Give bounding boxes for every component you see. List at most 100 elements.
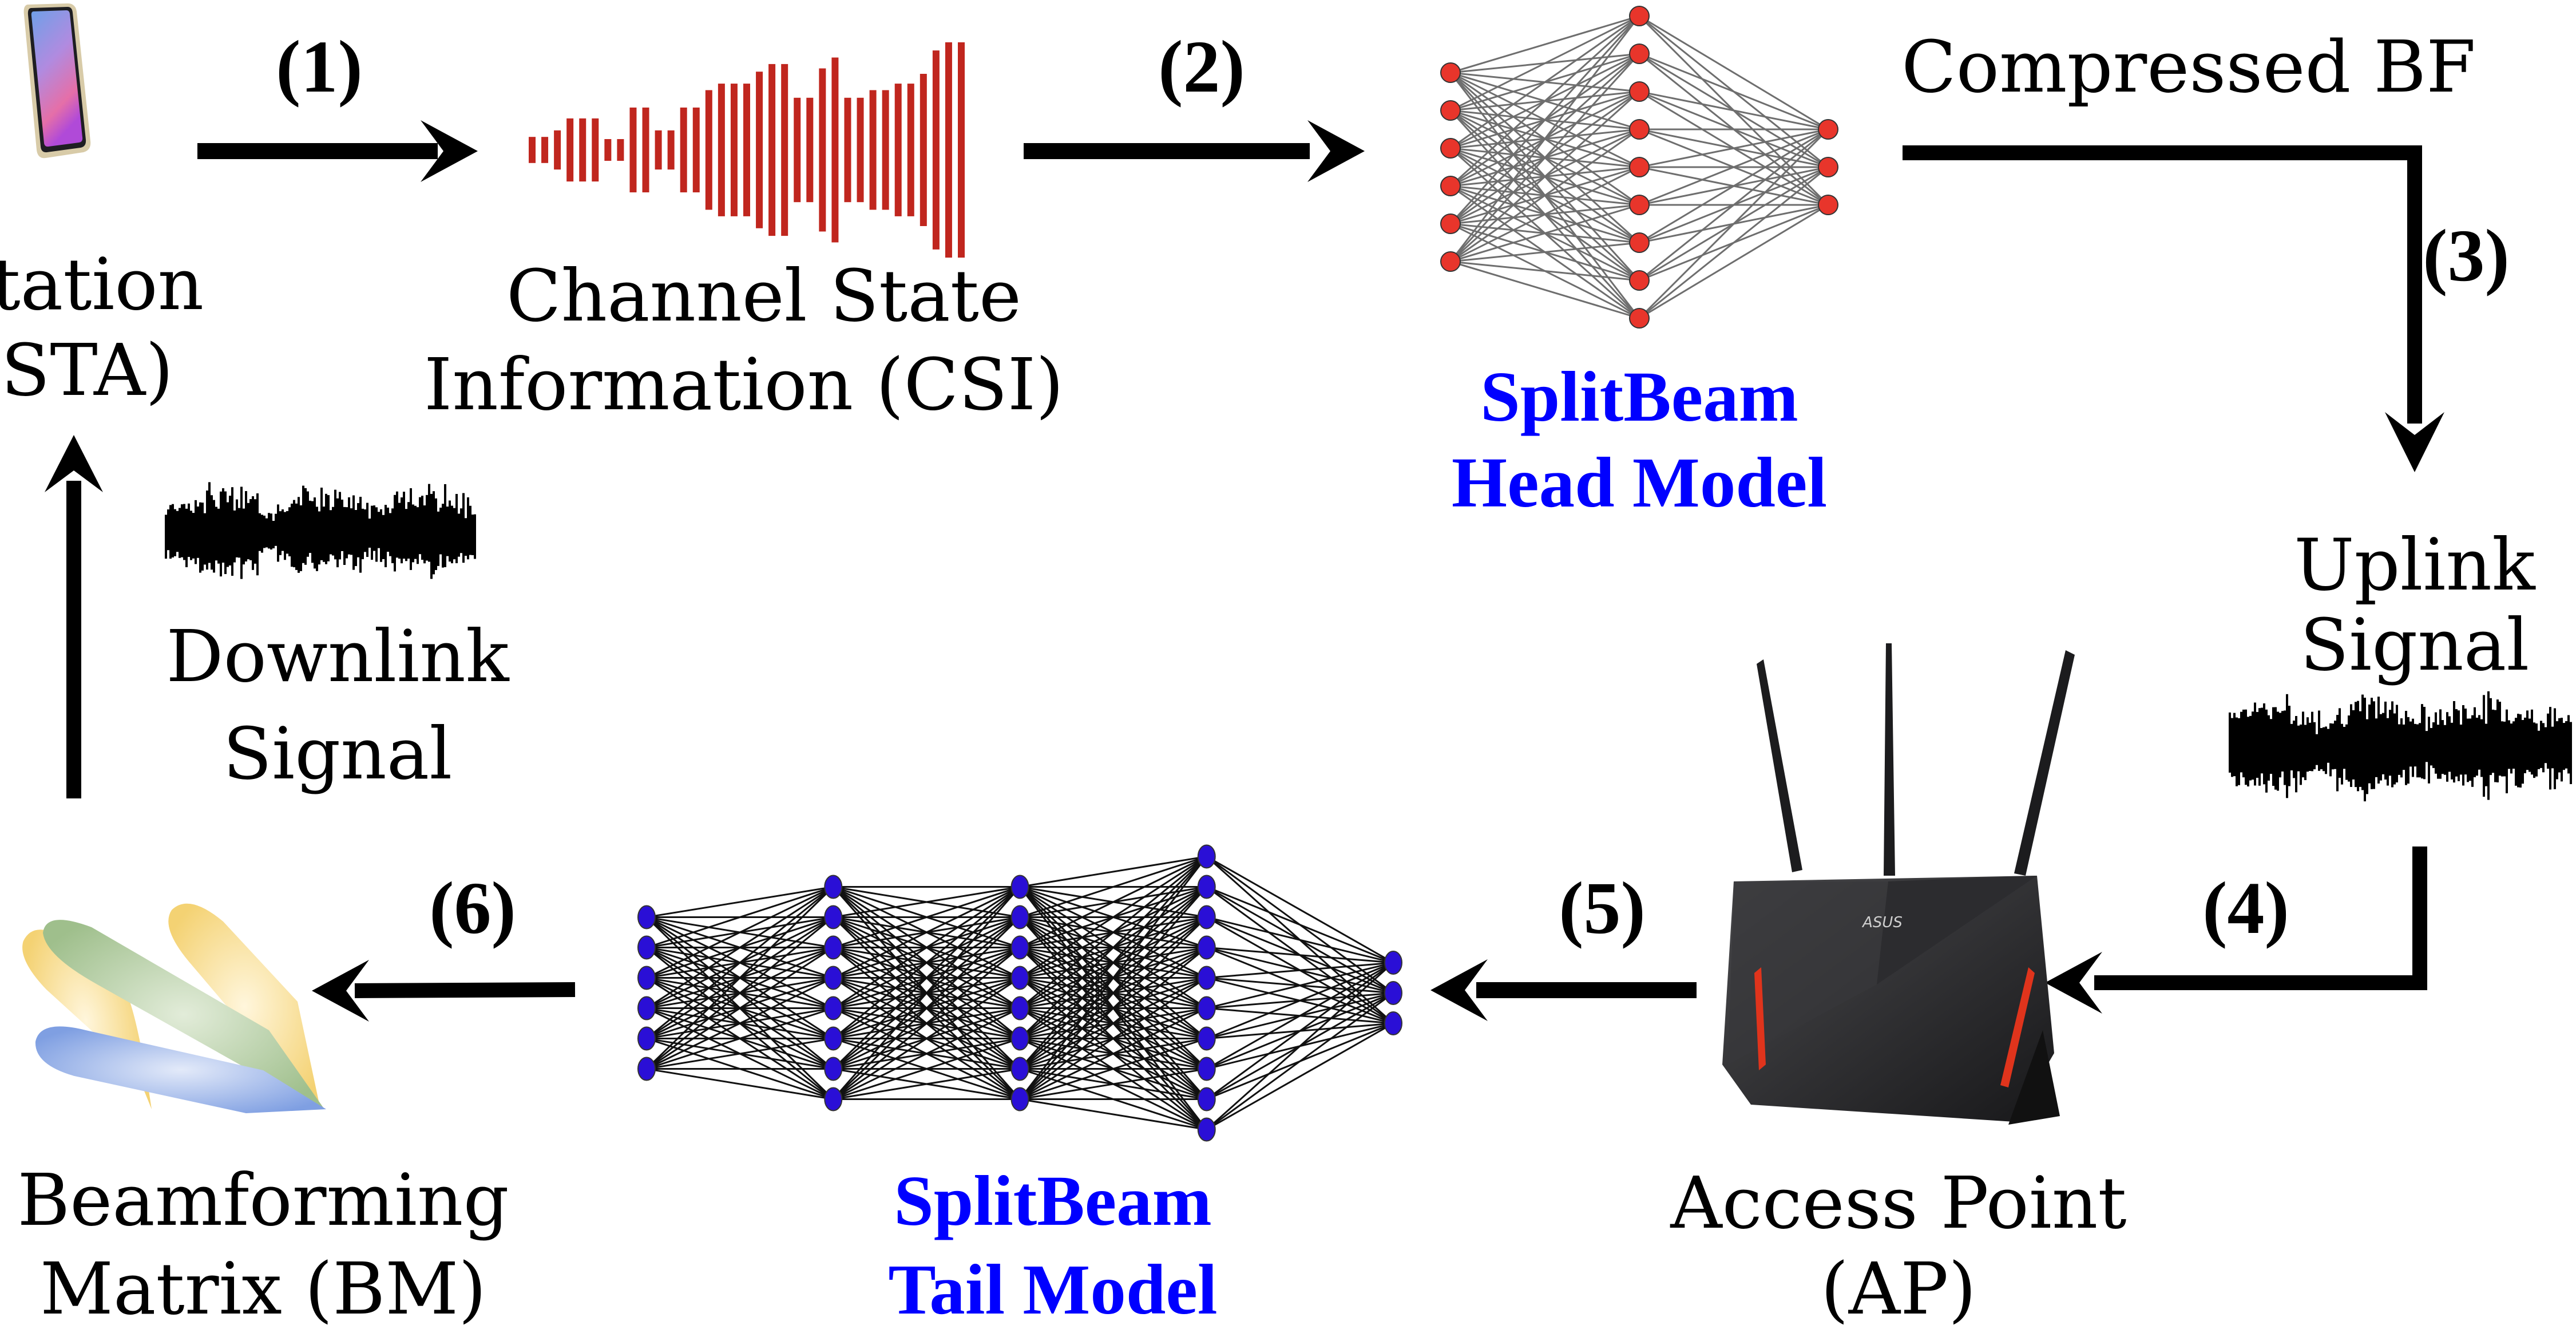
waveform-sample: [465, 518, 467, 556]
nn-edge: [833, 886, 1021, 979]
waveform-sample: [2352, 710, 2355, 780]
nn-edge: [1639, 128, 1829, 168]
waveform-sample: [169, 505, 172, 559]
waveform-sample: [2538, 730, 2540, 769]
csi-bar: [932, 50, 940, 250]
waveform-sample: [359, 497, 362, 573]
waveform-sample: [199, 502, 201, 573]
waveform-sample: [2238, 718, 2240, 785]
csi-bar: [907, 84, 914, 216]
waveform-sample: [167, 509, 169, 551]
waveform-sample: [2405, 711, 2407, 785]
nn-edge: [1206, 962, 1394, 1070]
nn-edge: [646, 916, 834, 1070]
nn-node: [1197, 1087, 1216, 1111]
waveform-sample: [204, 513, 206, 565]
nn-edge: [1449, 15, 1640, 225]
waveform-sample: [2432, 722, 2435, 768]
waveform-sample: [2503, 721, 2506, 777]
waveform-sample: [435, 498, 437, 570]
waveform-sample: [2268, 715, 2270, 781]
nn-node: [1629, 232, 1650, 253]
csi-bar: [945, 42, 952, 258]
waveform-sample: [2512, 721, 2515, 769]
waveform-sample: [320, 487, 323, 560]
waveform-sample: [2286, 694, 2288, 798]
waveform-sample: [394, 495, 396, 572]
waveform-sample: [2389, 710, 2391, 776]
nn-edge: [833, 886, 1020, 918]
waveform-sample: [2570, 722, 2572, 784]
nn-edge: [646, 1007, 834, 1070]
waveform-sample: [426, 495, 428, 561]
nn-edge: [646, 886, 834, 948]
waveform-sample: [2496, 699, 2499, 782]
waveform-sample: [398, 503, 401, 559]
waveform-sample: [2416, 724, 2419, 778]
nn-edge: [833, 886, 1021, 1070]
waveform-sample: [2247, 717, 2249, 787]
nn-node: [824, 1057, 843, 1081]
csi-bar: [529, 137, 536, 163]
waveform-sample: [2320, 727, 2323, 770]
waveform-sample: [2476, 717, 2478, 776]
waveform-sample: [2515, 718, 2517, 786]
step-6-label: (6): [429, 867, 516, 950]
waveform-sample: [2423, 707, 2426, 780]
waveform-sample: [2501, 721, 2503, 777]
nn-edge: [1449, 90, 1640, 263]
waveform-sample: [2469, 718, 2471, 781]
waveform-sample: [2366, 719, 2368, 794]
nn-edge: [1019, 856, 1207, 1009]
waveform-sample: [2437, 725, 2439, 779]
nn-edge: [833, 977, 1021, 1100]
waveform-sample: [348, 497, 350, 555]
waveform-sample: [444, 484, 446, 567]
waveform-sample: [309, 500, 311, 553]
waveform-sample: [286, 511, 288, 554]
waveform-sample: [270, 513, 272, 550]
csi-bar: [655, 130, 662, 170]
csi-bar: [819, 68, 826, 232]
nn-edge: [1206, 992, 1394, 1130]
nn-edge: [833, 1038, 1020, 1100]
waveform-sample: [2400, 718, 2403, 778]
nn-edge: [833, 1068, 1020, 1100]
nn-edge: [1639, 204, 1829, 319]
nn-node: [1197, 875, 1216, 899]
nn-edge: [1450, 15, 1640, 74]
csi-bar: [579, 118, 586, 182]
waveform-sample: [2258, 708, 2261, 786]
csi-bar: [806, 97, 814, 203]
arrow-step-6: [312, 960, 576, 1022]
head-model-network: [1440, 6, 1838, 329]
nn-node: [1010, 905, 1029, 929]
waveform-sample: [2375, 718, 2377, 777]
waveform-sample: [2368, 704, 2371, 784]
waveform-sample: [298, 497, 300, 573]
waveform-sample: [2339, 708, 2341, 778]
nn-edge: [1019, 947, 1207, 1100]
waveform-sample: [238, 508, 240, 558]
waveform-sample: [227, 502, 229, 567]
beam-pattern-icon: [22, 903, 326, 1113]
nn-edge: [833, 886, 1021, 1039]
nn-edge: [1450, 204, 1640, 263]
waveform-sample: [2371, 698, 2373, 789]
downlink-label-line2: Signal: [223, 713, 453, 796]
nn-node: [1440, 100, 1461, 121]
waveform-sample: [391, 508, 394, 563]
nn-edge: [1020, 856, 1207, 888]
csi-label-line2: Information (CSI): [424, 343, 1064, 426]
step-4-label: (4): [2202, 867, 2289, 950]
csi-bars-icon: [529, 42, 965, 258]
waveform-sample: [2277, 711, 2279, 791]
waveform-sample: [304, 488, 307, 565]
waveform-sample: [2540, 721, 2542, 768]
csi-bar: [756, 72, 763, 228]
nn-node: [1384, 1011, 1402, 1035]
nn-node: [1629, 6, 1650, 26]
waveform-sample: [2334, 721, 2336, 769]
waveform-sample: [2448, 716, 2451, 772]
waveform-sample: [341, 499, 343, 551]
